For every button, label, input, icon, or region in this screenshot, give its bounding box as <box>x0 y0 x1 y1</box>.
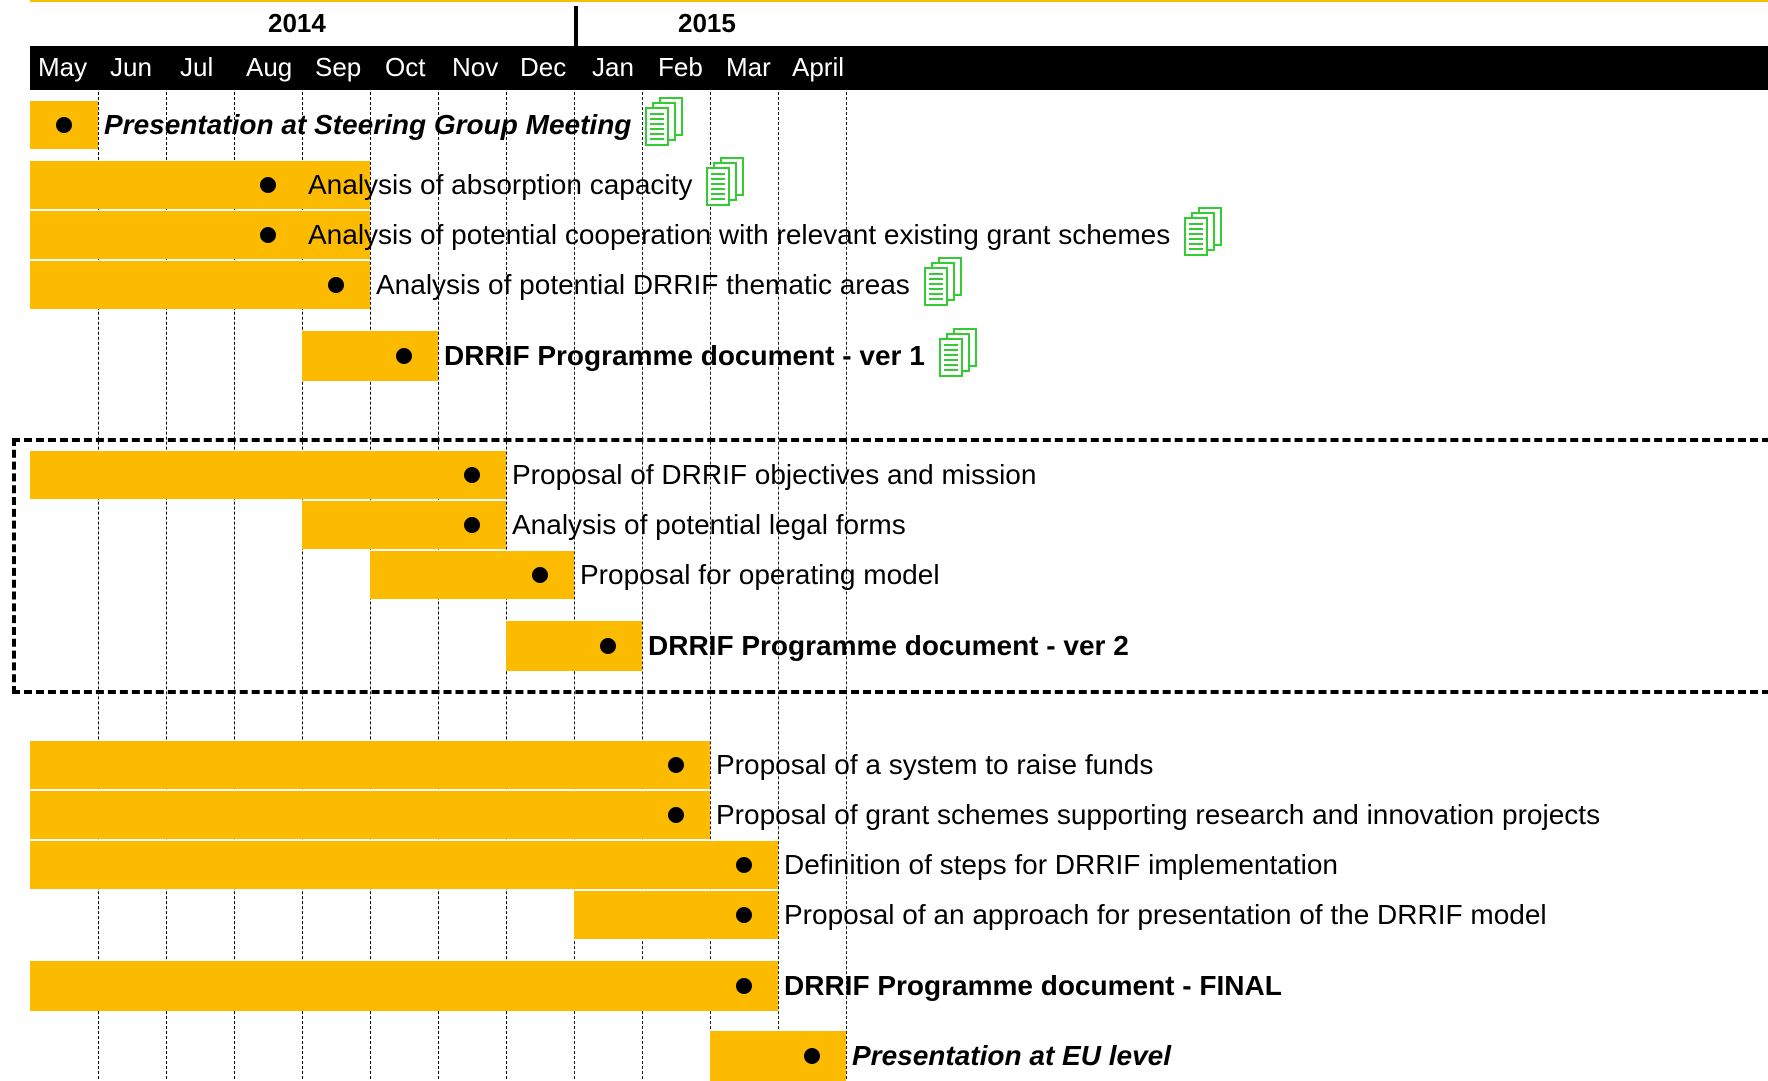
task-label: Proposal of grant schemes supporting res… <box>716 799 1601 830</box>
month-label: April <box>792 52 845 82</box>
month-label: Dec <box>520 52 567 82</box>
month-label: Jun <box>110 52 152 82</box>
month-gridline <box>234 92 235 1079</box>
task-bar <box>30 161 370 209</box>
milestone-dot <box>736 978 752 994</box>
month-header-bar <box>30 46 1768 90</box>
task-bar <box>506 621 642 671</box>
month-gridline <box>166 92 167 1079</box>
year-label: 2014 <box>268 8 326 38</box>
task-label: Analysis of potential cooperation with r… <box>308 219 1171 250</box>
task-label: Proposal of DRRIF objectives and mission <box>512 459 1037 490</box>
document-stack-icon <box>706 157 745 207</box>
task-bar <box>30 451 506 499</box>
month-gridline <box>302 92 303 1079</box>
month-label: Oct <box>385 52 426 82</box>
task-label: DRRIF Programme document - ver 1 <box>444 340 925 371</box>
task-label: Proposal for operating model <box>580 559 940 590</box>
milestone-dot <box>328 277 344 293</box>
document-stack-icon <box>645 97 684 147</box>
task-bar <box>30 741 710 789</box>
milestone-dot <box>464 517 480 533</box>
task-label: Analysis of potential DRRIF thematic are… <box>376 269 910 300</box>
task-label: Proposal of a system to raise funds <box>716 749 1154 780</box>
milestone-dot <box>464 467 480 483</box>
milestone-dot <box>56 117 72 133</box>
task-label: Analysis of potential legal forms <box>512 509 906 540</box>
task-label: Proposal of an approach for presentation… <box>784 899 1547 930</box>
year-divider <box>574 6 578 46</box>
month-gridline <box>778 92 779 1079</box>
document-stack-icon <box>923 257 962 307</box>
milestone-dot <box>668 757 684 773</box>
month-label: Nov <box>452 52 499 82</box>
task-label: Presentation at EU level <box>852 1040 1172 1071</box>
task-bar <box>710 1031 846 1081</box>
month-gridline <box>574 92 575 1079</box>
task-bar <box>30 261 370 309</box>
month-label: Feb <box>658 52 703 82</box>
document-stack-icon <box>938 328 977 378</box>
task-label: DRRIF Programme document - FINAL <box>784 970 1282 1001</box>
month-gridline <box>98 92 99 1079</box>
month-label: Jul <box>180 52 214 82</box>
month-label: Mar <box>726 52 771 82</box>
milestone-dot <box>600 638 616 654</box>
year-label: 2015 <box>678 8 736 38</box>
task-bar <box>30 961 778 1011</box>
task-bar <box>30 841 778 889</box>
task-bar <box>30 211 370 259</box>
task-bar <box>302 331 438 381</box>
task-label: DRRIF Programme document - ver 2 <box>648 630 1129 661</box>
milestone-dot <box>668 807 684 823</box>
month-gridline <box>710 92 711 1079</box>
milestone-dot <box>396 348 412 364</box>
month-label: May <box>38 52 88 82</box>
phase-2-dashed-frame <box>12 438 1768 694</box>
milestone-dot <box>532 567 548 583</box>
task-label: Definition of steps for DRRIF implementa… <box>784 849 1338 880</box>
task-label: Analysis of absorption capacity <box>308 169 693 200</box>
milestone-dot <box>736 857 752 873</box>
month-label: Sep <box>315 52 362 82</box>
milestone-dot <box>736 907 752 923</box>
month-gridline <box>642 92 643 1079</box>
task-label: Presentation at Steering Group Meeting <box>104 109 632 140</box>
milestone-dot <box>260 227 276 243</box>
task-bar <box>30 791 710 839</box>
document-stack-icon <box>1184 207 1223 257</box>
milestone-dot <box>260 177 276 193</box>
milestone-dot <box>804 1048 820 1064</box>
month-label: Aug <box>246 52 293 82</box>
month-gridline <box>846 92 847 1079</box>
month-label: Jan <box>592 52 634 82</box>
top-rule <box>30 0 1768 2</box>
